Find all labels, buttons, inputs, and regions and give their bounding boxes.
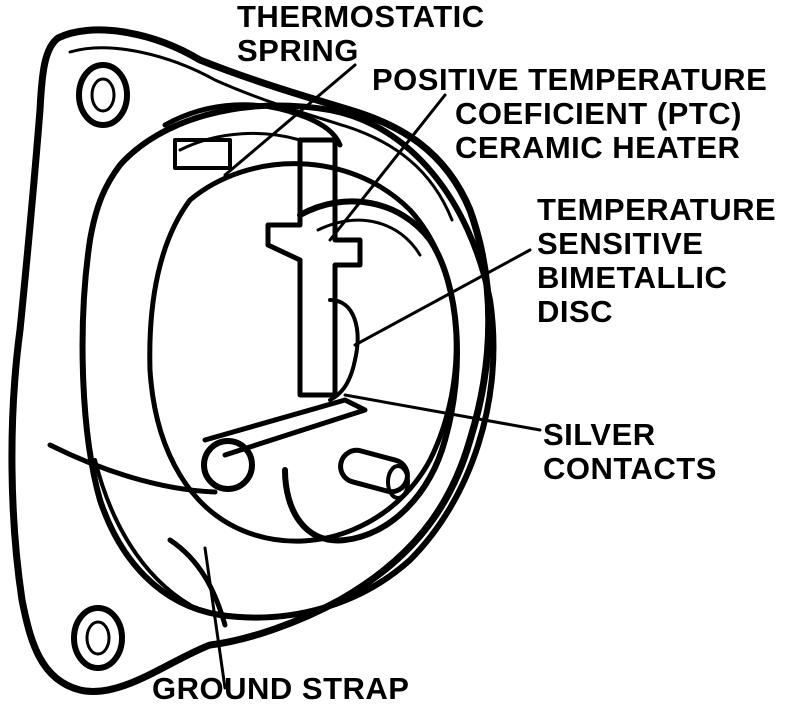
label-silver-contacts: SILVER CONTACTS (543, 418, 717, 486)
mounting-flange (8, 26, 493, 695)
label-line: THERMOSTATIC (237, 0, 485, 34)
ground-strap-band (47, 442, 218, 495)
contact-arm (202, 397, 368, 458)
ptc-heater-block (265, 137, 363, 398)
spring-inner-turn (178, 131, 302, 152)
label-line: SPRING (237, 33, 359, 68)
cover-ring (147, 161, 459, 544)
mounting-hole-top-inner (90, 77, 116, 113)
label-line: TEMPERATURE (537, 192, 777, 227)
mounting-hole-bottom-inner (85, 620, 111, 656)
label-bimetallic-disc: TEMPERATURE SENSITIVE BIMETALLIC DISC (537, 193, 776, 329)
leader-thermostatic-spring (223, 63, 357, 177)
bimetal-disc-shape (328, 298, 360, 402)
cover-plate-inner (316, 218, 422, 257)
thermostatic-spring-coil (162, 102, 343, 148)
leader-silver-contacts (343, 393, 542, 432)
label-line: COEFICIENT (PTC) (455, 96, 742, 131)
spring-clip (173, 138, 232, 170)
label-line: CONTACTS (543, 451, 717, 486)
label-thermostatic-spring: THERMOSTATIC SPRING (237, 0, 485, 68)
housing-rear-edge (93, 458, 192, 607)
leader-ground-strap (203, 546, 227, 690)
mounting-hole-bottom (71, 605, 125, 671)
label-line: BIMETALLIC (537, 260, 728, 295)
leader-ptc-heater (328, 93, 447, 242)
label-ground-strap: GROUND STRAP (152, 672, 409, 706)
label-line: POSITIVE TEMPERATURE (372, 62, 768, 97)
label-line: SILVER (543, 417, 656, 452)
ground-stud (201, 438, 255, 492)
cover-plate (282, 198, 460, 544)
label-line: GROUND STRAP (152, 671, 410, 706)
housing-outer (79, 102, 497, 621)
leader-bimetallic-disc (353, 248, 532, 347)
heater-post (338, 447, 410, 495)
label-line: SENSITIVE (537, 226, 704, 261)
label-line: CERAMIC HEATER (455, 130, 741, 165)
ground-strap-lower (167, 537, 228, 628)
mounting-hole-top (76, 62, 130, 128)
heater-post-end (386, 464, 410, 500)
label-ptc-heater: POSITIVE TEMPERATURE COEFICIENT (PTC) CE… (372, 63, 767, 165)
label-line: DISC (537, 294, 614, 329)
